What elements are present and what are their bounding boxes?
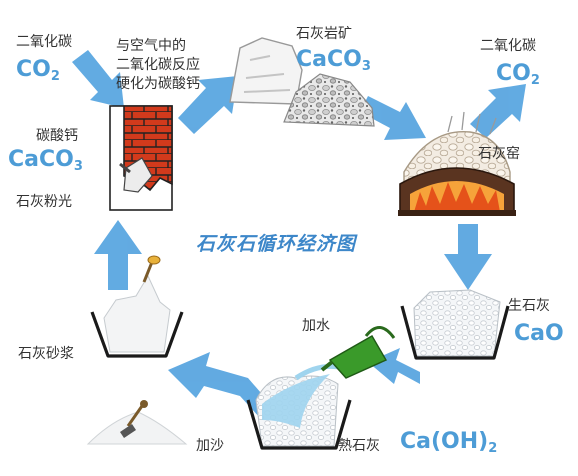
- arrow-kiln-to-quicklime: [444, 224, 492, 290]
- kiln-label: 石灰窑: [478, 146, 520, 162]
- co2-left-formula: CO2: [16, 57, 60, 85]
- arrow-kiln-to-co2: [470, 84, 526, 138]
- watering-bucket-icon: [320, 326, 396, 379]
- sand-pile-illustration: [86, 400, 188, 445]
- reaction-text-line3: 硬化为碳酸钙: [116, 76, 200, 92]
- sand-shovel-icon: [120, 400, 148, 438]
- add-water-label: 加水: [302, 318, 330, 334]
- co2-right-formula: CO2: [496, 61, 540, 89]
- lime-kiln-illustration: [398, 111, 516, 216]
- slaked-lime-tub-illustration: [246, 326, 396, 450]
- quicklime-name: 生石灰: [508, 298, 550, 314]
- shovel-icon: [142, 255, 161, 283]
- limestone-formula: CaCO3: [296, 47, 371, 75]
- arrow-mortar-to-plaster: [94, 220, 142, 290]
- slaked-lime-name: 熟石灰: [338, 438, 380, 454]
- slaked-lime-formula: Ca(OH)2: [400, 429, 498, 457]
- diagram-title: 石灰石循环经济图: [196, 233, 357, 255]
- co2-right-name: 二氧化碳: [480, 38, 536, 54]
- add-sand-label: 加沙: [196, 438, 224, 454]
- limestone-name: 石灰岩矿: [296, 26, 352, 42]
- limestone-mine-illustration: [229, 37, 375, 127]
- mortar-tub-illustration: [90, 255, 184, 358]
- co2-left-name: 二氧化碳: [16, 34, 72, 50]
- arrow-wall-to-limestone: [178, 76, 238, 134]
- lime-mortar-label: 石灰砂浆: [18, 346, 74, 362]
- quicklime-tub-illustration: [400, 289, 510, 360]
- arrow-co2-to-wall: [72, 50, 124, 108]
- reaction-text-line1: 与空气中的: [116, 38, 186, 54]
- arrow-limestone-to-kiln: [360, 96, 426, 140]
- lime-plaster-label: 石灰粉光: [16, 194, 72, 210]
- reaction-text-line2: 二氧化碳反应: [116, 57, 200, 73]
- caco3-name: 碳酸钙: [36, 128, 78, 144]
- quicklime-formula: CaO: [514, 321, 564, 346]
- brick-wall-illustration: [109, 105, 173, 211]
- caco3-formula: CaCO3: [8, 147, 83, 175]
